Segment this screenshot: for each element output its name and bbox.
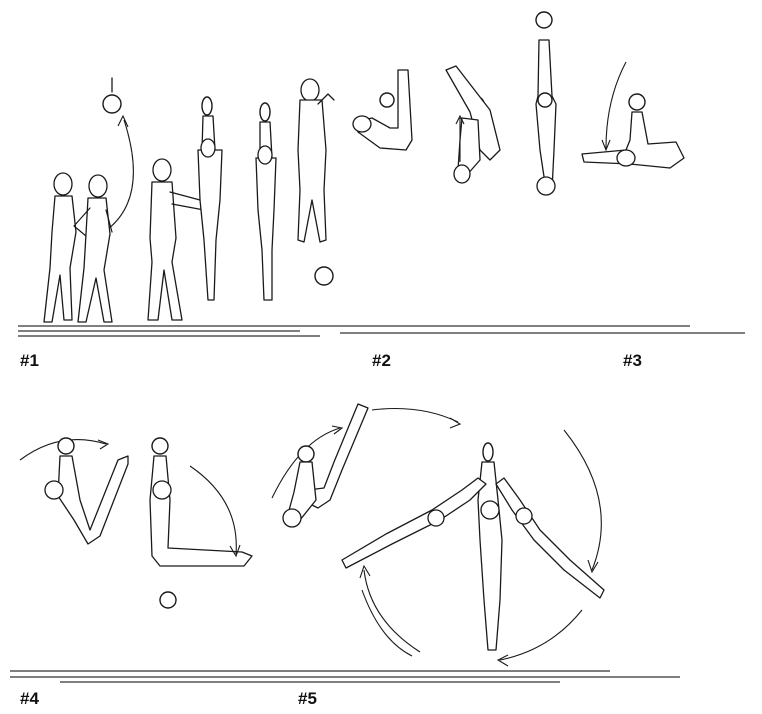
rotation-arrow [606, 62, 626, 148]
panel-label-1: #1 [20, 351, 39, 371]
rotation-arrow [500, 610, 582, 660]
ring-icon [160, 592, 176, 608]
rotation-arrow [364, 570, 420, 652]
gymnast-back-swing [283, 404, 368, 527]
swing-arc-arrow [190, 466, 236, 554]
gymnast-swing [446, 66, 500, 183]
coach-with-gymnast [148, 97, 222, 320]
panel-label-2: #2 [372, 351, 391, 371]
panel-5-figures [272, 404, 604, 666]
panel-4-figures [20, 438, 252, 608]
gymnast-diagonal-left [342, 478, 486, 568]
rotation-arrow [564, 430, 601, 570]
panel-label-5: #5 [298, 689, 317, 709]
gymnast-inverted [536, 12, 556, 195]
arrowhead-icon [118, 116, 128, 127]
gymnast-pike [353, 70, 412, 150]
ring-icon [103, 95, 121, 113]
ring-icon [315, 267, 333, 285]
panel-3-figures [582, 62, 684, 168]
floor-lines [10, 326, 745, 682]
panel-2-figures [353, 12, 556, 195]
ring-icon [536, 12, 552, 28]
panel-label-4: #4 [20, 689, 39, 709]
panel-label-3: #3 [623, 351, 642, 371]
rotation-arrow [372, 409, 458, 423]
gymnast-vertical [478, 443, 502, 650]
standing-pair [44, 173, 112, 322]
gymnast-diagonal-right [496, 478, 604, 598]
spotter-figure [298, 79, 334, 242]
panel-1-figures [44, 78, 334, 322]
gymnast-hang [256, 103, 276, 300]
gymnast-front-swing [45, 438, 128, 544]
